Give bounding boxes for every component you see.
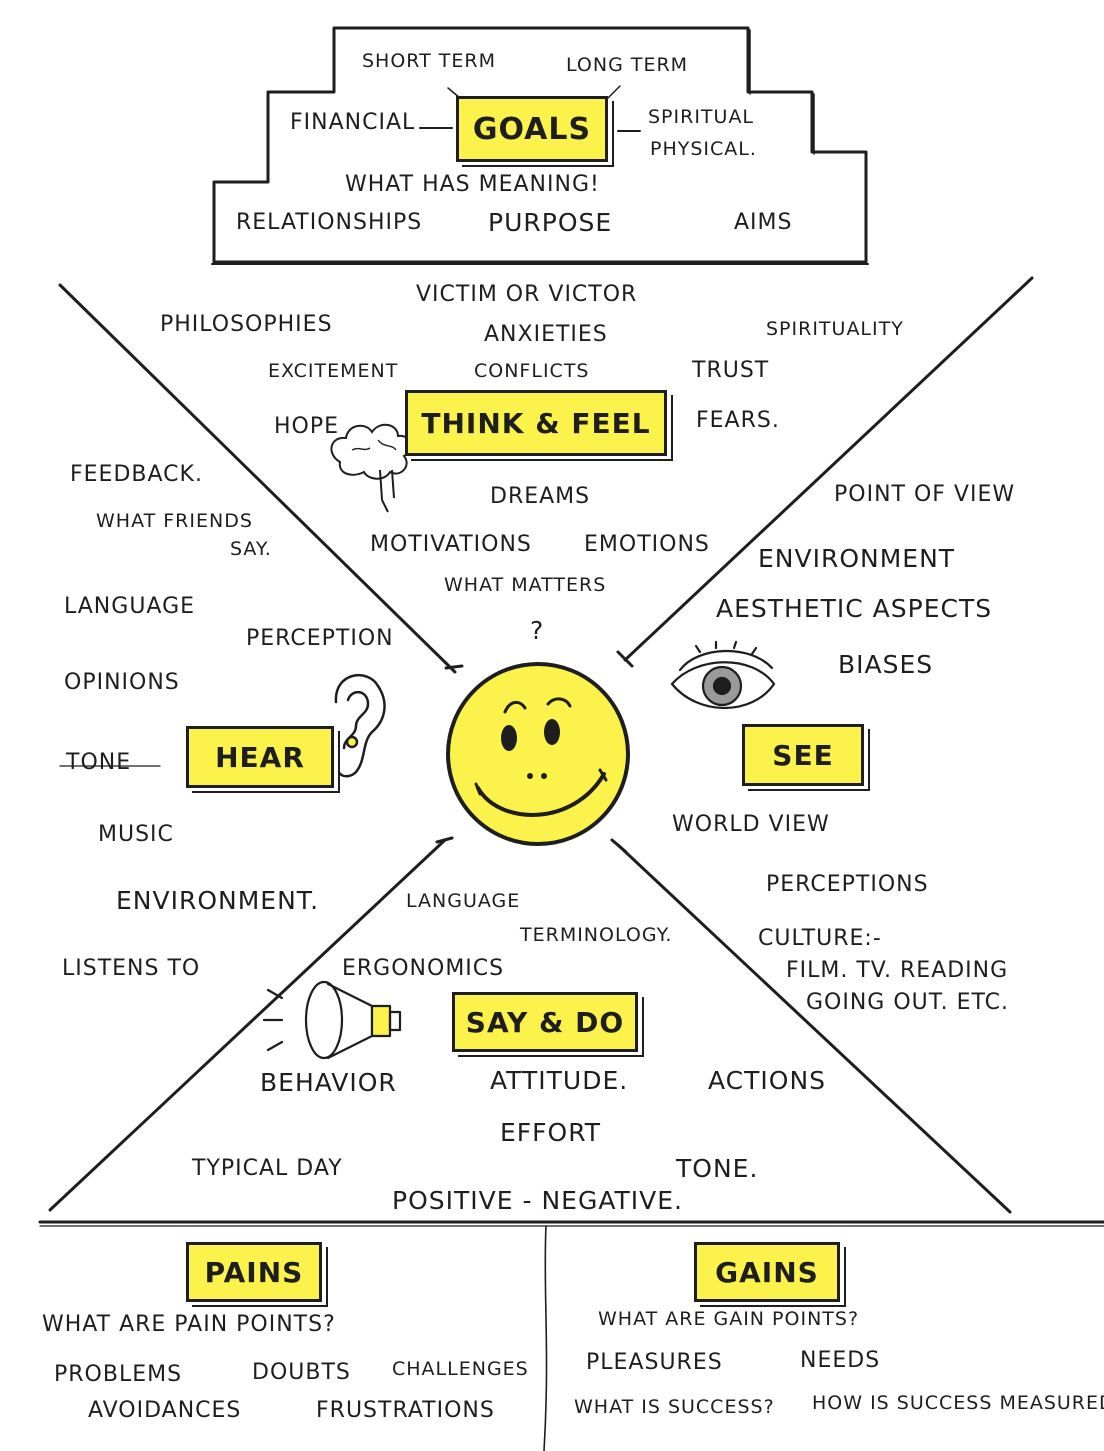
eye-icon <box>670 640 776 710</box>
say-do-title: Say & Do <box>465 1005 625 1039</box>
see-aesthetic: Aesthetic Aspects <box>716 594 993 623</box>
pains-avoidances: Avoidances <box>88 1398 242 1423</box>
pains-problems: Problems <box>54 1362 183 1387</box>
hear-friends-1: What friends <box>96 510 253 532</box>
tf-victim: Victim or Victor <box>416 282 638 307</box>
hear-title: Hear <box>215 740 305 774</box>
sd-attitude: Attitude. <box>490 1066 629 1095</box>
see-culture: Culture:- <box>758 926 882 951</box>
hear-box: Hear <box>186 726 334 788</box>
gains-needs: Needs <box>800 1348 881 1373</box>
goals-financial: Financial <box>290 110 416 135</box>
gains-success: What is success? <box>574 1396 775 1418</box>
goals-title: Goals <box>472 111 592 147</box>
goals-purpose: Purpose <box>488 208 613 237</box>
diagonal-top-left <box>58 283 457 674</box>
hear-environment: Environment. <box>116 886 320 915</box>
hear-tone: Tone <box>66 750 132 775</box>
gains-question: What are gain points? <box>598 1308 860 1330</box>
pains-gains-divider <box>543 1225 548 1451</box>
sd-behavior: Behavior <box>260 1068 397 1097</box>
hear-listens: Listens to <box>62 956 201 981</box>
goals-relationships: Relationships <box>236 210 423 235</box>
gains-box: Gains <box>694 1242 840 1302</box>
hear-language: Language <box>64 594 196 619</box>
tf-motivations: Motivations <box>370 532 532 557</box>
brain-icon <box>330 423 413 513</box>
ear-icon <box>334 673 386 778</box>
tf-what-matters: What matters <box>444 574 607 596</box>
pains-challenges: Challenges <box>392 1358 529 1380</box>
goals-pyramid-outline <box>212 26 868 264</box>
hear-feedback: Feedback. <box>70 462 203 487</box>
goals-short-term: Short Term <box>362 50 496 72</box>
diagonal-top-right <box>623 276 1034 662</box>
see-environment: Environment <box>758 544 956 573</box>
tf-philosophies: Philosophies <box>160 312 333 337</box>
think-feel-title: Think & Feel <box>421 406 651 440</box>
sd-terminology: Terminology. <box>520 924 673 946</box>
goals-aims: Aims <box>734 210 793 235</box>
goals-long-term: Long Term <box>566 54 689 76</box>
sd-effort: Effort <box>500 1118 602 1147</box>
goals-box: Goals <box>456 96 608 162</box>
see-pov: Point of view <box>834 482 1016 507</box>
tf-excitement: Excitement <box>268 360 399 382</box>
sd-typical-day: Typical Day <box>192 1156 343 1181</box>
tf-spirituality: Spirituality <box>766 318 904 340</box>
see-perceptions: Perceptions <box>766 872 929 897</box>
sd-tone: Tone. <box>676 1154 759 1183</box>
tf-conflicts: Conflicts <box>474 360 590 382</box>
tf-hope: Hope <box>274 414 340 439</box>
tf-anxieties: Anxieties <box>484 322 608 347</box>
tf-trust: Trust <box>692 358 770 383</box>
megaphone-icon <box>262 980 402 1060</box>
tf-dreams: Dreams <box>490 484 591 509</box>
think-feel-box: Think & Feel <box>405 390 667 456</box>
pains-question: What are pain points? <box>42 1312 336 1337</box>
sd-language: Language <box>406 890 521 912</box>
gains-title: Gains <box>715 1255 819 1289</box>
goals-meaning: What has meaning! <box>345 172 600 197</box>
gains-measured: How is success measured <box>812 1392 1104 1414</box>
see-box: See <box>742 724 864 786</box>
hear-music: Music <box>98 822 174 847</box>
sd-actions: Actions <box>708 1066 827 1095</box>
pains-doubts: Doubts <box>252 1360 351 1385</box>
sd-ergonomics: Ergonomics <box>342 956 505 981</box>
diagonal-bottom-left <box>48 838 447 1212</box>
tf-fears: Fears. <box>696 408 780 433</box>
sd-pos-neg: Positive - Negative. <box>392 1186 683 1215</box>
hear-friends-2: say. <box>230 538 272 560</box>
say-do-box: Say & Do <box>452 992 638 1052</box>
see-title: See <box>772 738 834 772</box>
pains-title: Pains <box>204 1255 304 1289</box>
see-film: Film. TV. Reading <box>786 958 1009 983</box>
pains-box: Pains <box>186 1242 322 1302</box>
tf-emotions: Emotions <box>584 532 710 557</box>
diagonal-bottom-right <box>616 843 1012 1214</box>
hear-opinions: Opinions <box>64 670 180 695</box>
goals-physical: Physical. <box>650 138 757 160</box>
see-going-out: Going out. etc. <box>806 990 1009 1015</box>
pains-frustrations: Frustrations <box>316 1398 495 1423</box>
smiley-face-icon <box>446 662 630 846</box>
goals-spiritual: Spiritual <box>648 106 755 128</box>
center-question-mark: ? <box>530 616 545 645</box>
hear-perception: Perception <box>246 626 394 651</box>
gains-pleasures: Pleasures <box>586 1350 723 1375</box>
see-world-view: World view <box>672 812 830 837</box>
see-biases: Biases <box>838 650 934 679</box>
